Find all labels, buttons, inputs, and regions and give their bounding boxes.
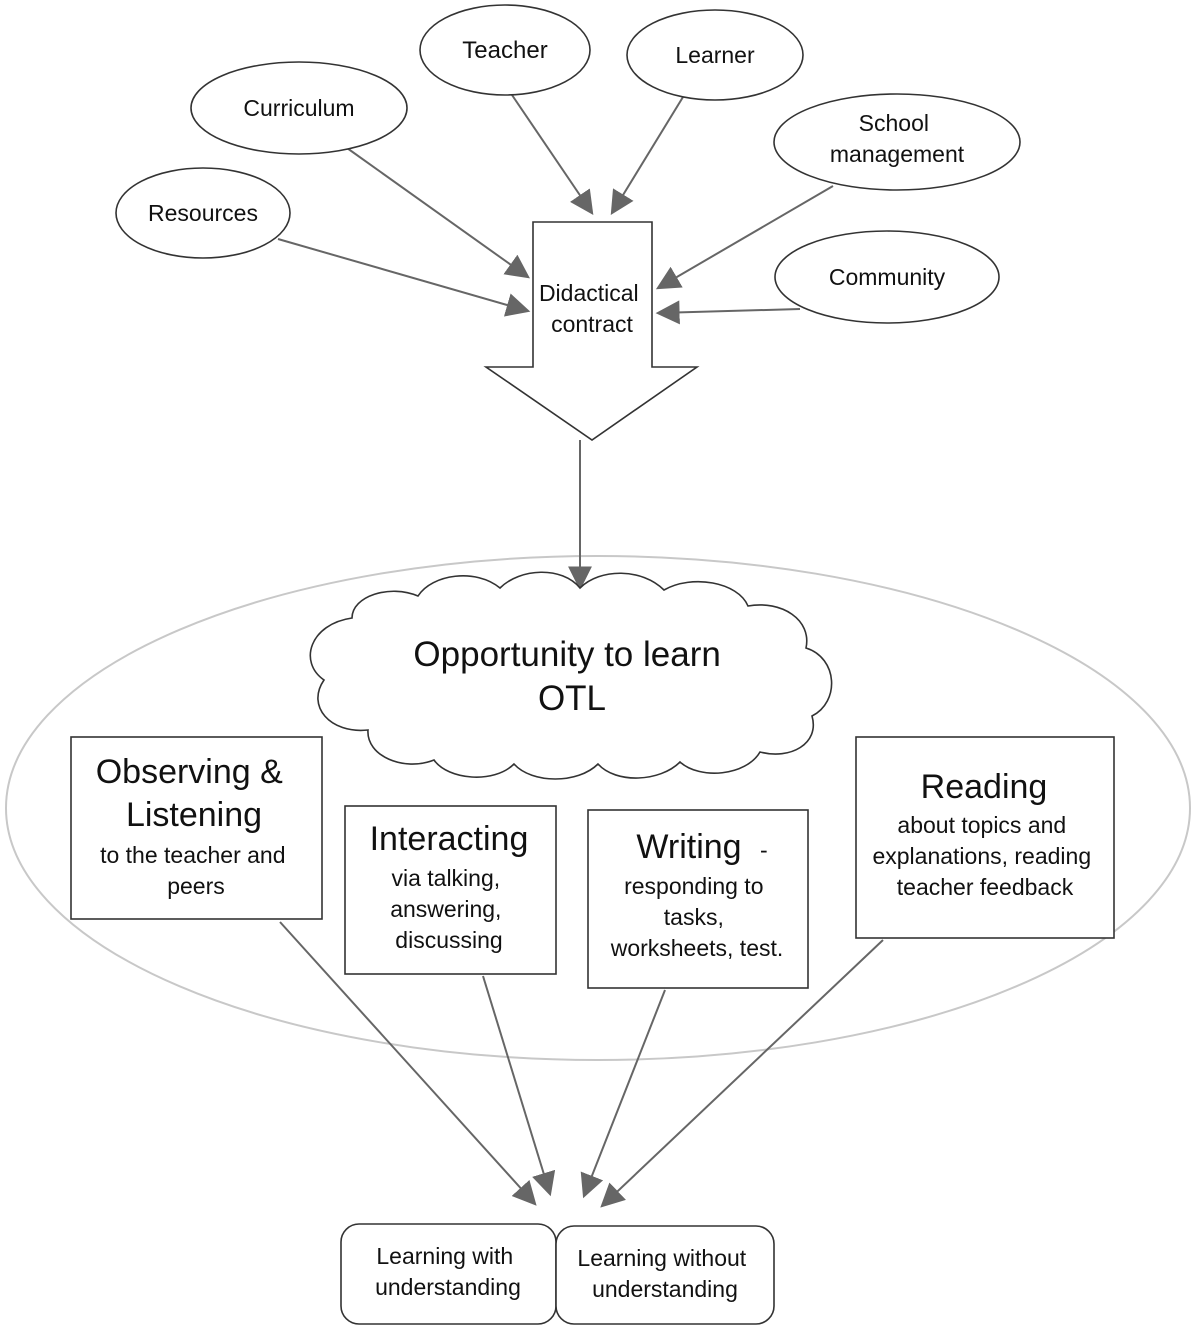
node-curriculum-label: Curriculum [243, 95, 354, 121]
arrow-learner-contract [610, 96, 684, 216]
arrow-resources-contract [277, 238, 531, 317]
otl-context-ellipse [5, 555, 1191, 1061]
node-school-management: School management [773, 93, 1021, 191]
arrow-reading-outcome [600, 939, 884, 1208]
node-resources: Resources [115, 167, 291, 259]
arrow-curriculum-contract [346, 147, 530, 279]
influence-arrows [277, 94, 834, 325]
arrow-school-management-contract [655, 185, 834, 290]
outcome-without-understanding-label: Learning without understanding [577, 1245, 752, 1302]
node-learner-label: Learner [675, 42, 755, 68]
didactical-contract-arrow: Didactical contract [483, 221, 700, 441]
node-school-management-label: School management [830, 110, 965, 167]
reading-body: about topics and explanations, reading t… [872, 812, 1097, 900]
didactical-contract-label: Didactical contract [539, 280, 645, 337]
outcome-with-understanding-label: Learning with understanding [375, 1243, 521, 1300]
arrow-teacher-contract [511, 94, 594, 215]
otl-label: Opportunity to learn OTL [413, 635, 730, 718]
writing-body: responding to tasks, worksheets, test. [610, 873, 784, 961]
outcome-without-understanding: Learning without understanding [555, 1225, 775, 1325]
activity-reading: Reading about topics and explanations, r… [855, 736, 1115, 939]
node-community: Community [774, 230, 1000, 324]
arrow-interacting-outcome [482, 975, 556, 1197]
node-learner: Learner [626, 9, 804, 101]
node-community-label: Community [829, 264, 946, 290]
observing-body: to the teacher and peers [100, 842, 292, 899]
arrow-observing-outcome [279, 921, 537, 1206]
activity-writing: Writing - responding to tasks, worksheet… [587, 809, 809, 989]
node-teacher: Teacher [419, 4, 591, 96]
observing-title: Observing & Listening [96, 753, 293, 834]
arrow-community-contract [655, 300, 801, 325]
outcome-with-understanding: Learning with understanding [340, 1223, 557, 1325]
node-resources-label: Resources [148, 200, 258, 226]
interacting-title: Interacting [370, 820, 529, 858]
outcome-arrows [279, 921, 884, 1208]
node-teacher-label: Teacher [462, 37, 547, 64]
activity-interacting: Interacting via talking, answering, disc… [344, 805, 557, 975]
arrow-writing-outcome [580, 989, 666, 1199]
activity-observing-listening: Observing & Listening to the teacher and… [70, 736, 323, 920]
otl-cloud: Opportunity to learn OTL [309, 571, 833, 780]
writing-title-suffix: - [760, 837, 768, 863]
reading-title: Reading [921, 768, 1048, 806]
interacting-body: via talking, answering, discussing [390, 865, 508, 953]
writing-title: Writing [636, 828, 741, 866]
node-curriculum: Curriculum [190, 61, 408, 155]
